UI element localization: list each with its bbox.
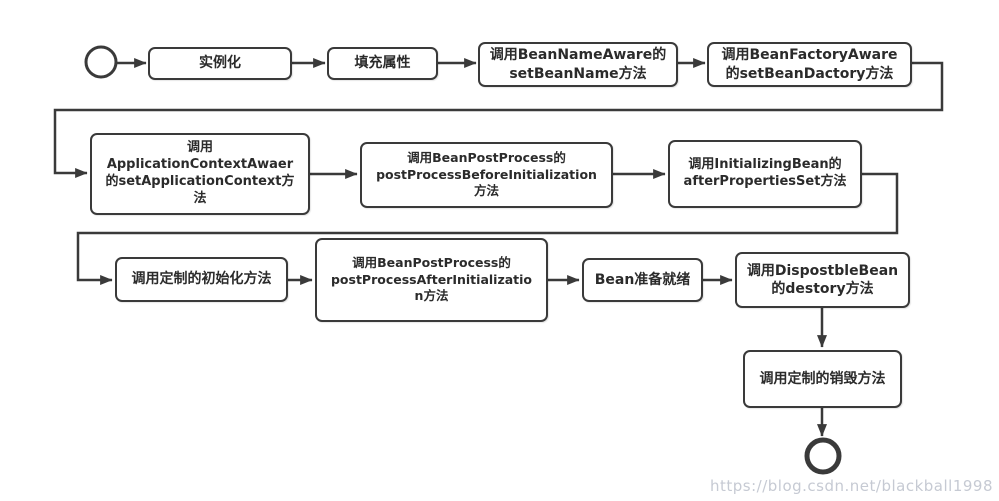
- node-post-process-before-init: 调用BeanPostProcess的 postProcessBeforeInit…: [360, 142, 613, 208]
- connector-row1-to-row2: [53, 61, 944, 178]
- end-circle-icon: [804, 437, 842, 475]
- start-circle-icon: [84, 45, 118, 79]
- node-after-properties-set: 调用InitializingBean的 afterPropertiesSet方法: [668, 140, 862, 208]
- node-instantiation: 实例化: [148, 47, 292, 80]
- node-set-bean-factory: 调用BeanFactoryAware 的setBeanDactory方法: [707, 42, 912, 87]
- connector-row2-to-row3: [76, 172, 899, 285]
- node-post-process-after-init: 调用BeanPostProcess的 postProcessAfterIniti…: [315, 238, 548, 322]
- node-custom-init-method: 调用定制的初始化方法: [115, 257, 288, 302]
- node-destroy-method: 调用DispostbleBean 的destory方法: [735, 252, 910, 308]
- node-populate-properties: 填充属性: [327, 47, 438, 80]
- node-bean-ready: Bean准备就绪: [582, 258, 703, 302]
- watermark: https://blog.csdn.net/blackball1998: [710, 477, 993, 495]
- node-set-bean-name: 调用BeanNameAware的 setBeanName方法: [478, 42, 678, 87]
- node-set-application-context: 调用 ApplicationContextAwaer 的setApplicati…: [90, 133, 310, 215]
- node-custom-destroy-method: 调用定制的销毁方法: [743, 350, 902, 408]
